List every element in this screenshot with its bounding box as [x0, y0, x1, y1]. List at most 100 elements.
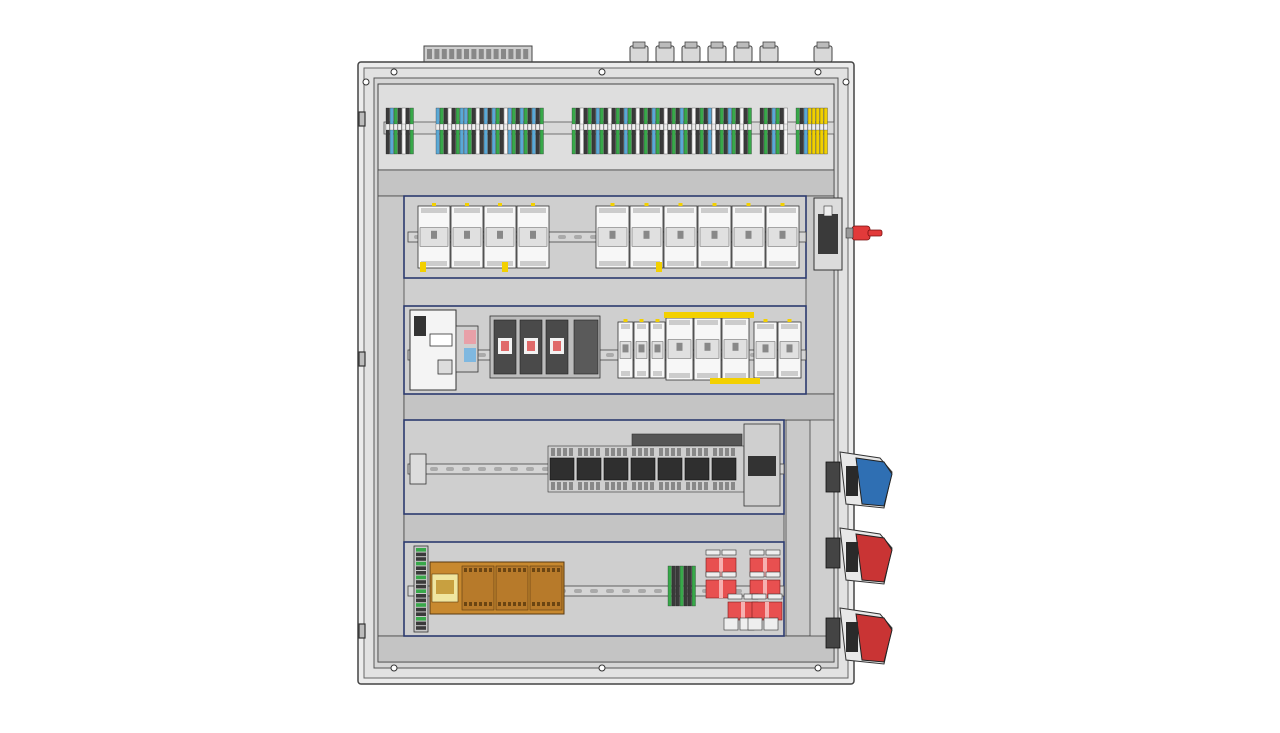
- plc-pin: [513, 568, 516, 572]
- gland-slot: [449, 49, 455, 59]
- plc-pin: [479, 568, 482, 572]
- circuit-breaker-row-2: [617, 312, 802, 384]
- screw: [814, 664, 822, 672]
- terminal: [491, 107, 496, 155]
- circuit-breaker: [731, 203, 766, 269]
- cable-gland: [813, 41, 833, 63]
- spd-n-pe: [573, 319, 599, 375]
- terminal: [723, 107, 728, 155]
- plc-pin: [474, 568, 477, 572]
- terminal: [699, 107, 704, 155]
- plc-pin: [542, 602, 545, 606]
- circuit-breaker: [663, 203, 698, 269]
- fuse-holder: [749, 549, 781, 577]
- terminal: [511, 107, 516, 155]
- terminal: [583, 107, 588, 155]
- terminal: [607, 107, 612, 155]
- terminal: [807, 107, 812, 155]
- circuit-breaker: [721, 315, 750, 381]
- plc-pin: [523, 568, 526, 572]
- terminal: [416, 621, 426, 626]
- terminal-block-plc: [667, 565, 696, 607]
- circuit-breaker: [516, 203, 550, 269]
- terminal: [795, 107, 800, 155]
- terminal: [475, 107, 480, 155]
- plc-module: [495, 565, 529, 611]
- terminal: [435, 107, 440, 155]
- terminal: [416, 571, 426, 575]
- plc-pin: [518, 602, 521, 606]
- terminal: [416, 594, 426, 598]
- main-isolator-switch[interactable]: [813, 197, 883, 271]
- screw: [390, 664, 398, 672]
- circuit-breaker-row-1: [417, 203, 800, 272]
- rotary-isolator-handle-icon[interactable]: [845, 225, 883, 241]
- door-hinges: [358, 111, 366, 639]
- power-supply-unit: [409, 309, 457, 391]
- cee-socket-blue-icon[interactable]: [825, 451, 893, 509]
- plc-pin: [547, 568, 550, 572]
- cee-socket-red-icon[interactable]: [825, 527, 893, 585]
- plc-pin: [469, 568, 472, 572]
- terminal: [675, 107, 680, 155]
- terminal: [823, 107, 828, 155]
- terminal: [451, 107, 456, 155]
- plc-pin: [489, 602, 492, 606]
- gland-slot: [515, 49, 521, 59]
- screw: [814, 68, 822, 76]
- terminal-spd-interface: [455, 325, 479, 373]
- gland-slot: [478, 49, 484, 59]
- terminal: [531, 107, 536, 155]
- terminal: [655, 107, 660, 155]
- cable-duct-middle: [403, 393, 835, 421]
- terminal: [416, 598, 426, 603]
- circuit-breaker: [753, 319, 778, 379]
- plc-pin: [469, 602, 472, 606]
- fuse-holder: [705, 571, 737, 599]
- terminal: [603, 107, 608, 155]
- circuit-breaker: [665, 315, 694, 381]
- plc-pin: [513, 602, 516, 606]
- terminal: [591, 107, 596, 155]
- terminal: [495, 107, 500, 155]
- terminal: [507, 107, 512, 155]
- terminal: [571, 107, 576, 155]
- plc-pin: [503, 602, 506, 606]
- relay: [684, 448, 710, 490]
- terminal: [459, 107, 464, 155]
- terminal: [575, 107, 580, 155]
- plc-pin: [537, 568, 540, 572]
- terminal: [763, 107, 768, 155]
- terminal: [519, 107, 524, 155]
- circuit-breaker: [633, 319, 650, 379]
- terminal: [727, 107, 732, 155]
- cable-duct-lower: [403, 513, 785, 543]
- terminal: [595, 107, 600, 155]
- plc-pin: [464, 602, 467, 606]
- terminal: [397, 107, 402, 155]
- gland-slot: [508, 49, 514, 59]
- terminal: [416, 557, 426, 561]
- plc-pin: [557, 602, 560, 606]
- plc-pin: [508, 602, 511, 606]
- terminal: [389, 107, 394, 155]
- circuit-breaker: [777, 319, 802, 379]
- terminal: [715, 107, 720, 155]
- plc-pin: [537, 602, 540, 606]
- circuit-breaker: [450, 203, 484, 269]
- gland-slot: [523, 49, 529, 59]
- fuse-holder: [751, 593, 783, 621]
- terminal: [587, 107, 592, 155]
- fuse-holder-clip: [723, 617, 739, 631]
- terminal: [439, 107, 444, 155]
- terminal: [631, 107, 636, 155]
- plc-pin: [552, 568, 555, 572]
- gland-slot: [486, 49, 492, 59]
- fuse-holder-clip: [763, 617, 779, 631]
- terminal: [811, 107, 816, 155]
- cee-sockets[interactable]: [825, 451, 893, 665]
- terminal: [683, 107, 688, 155]
- plc-controller: [429, 561, 565, 615]
- cable-gland: [733, 41, 753, 63]
- cee-socket-red-icon[interactable]: [825, 607, 893, 665]
